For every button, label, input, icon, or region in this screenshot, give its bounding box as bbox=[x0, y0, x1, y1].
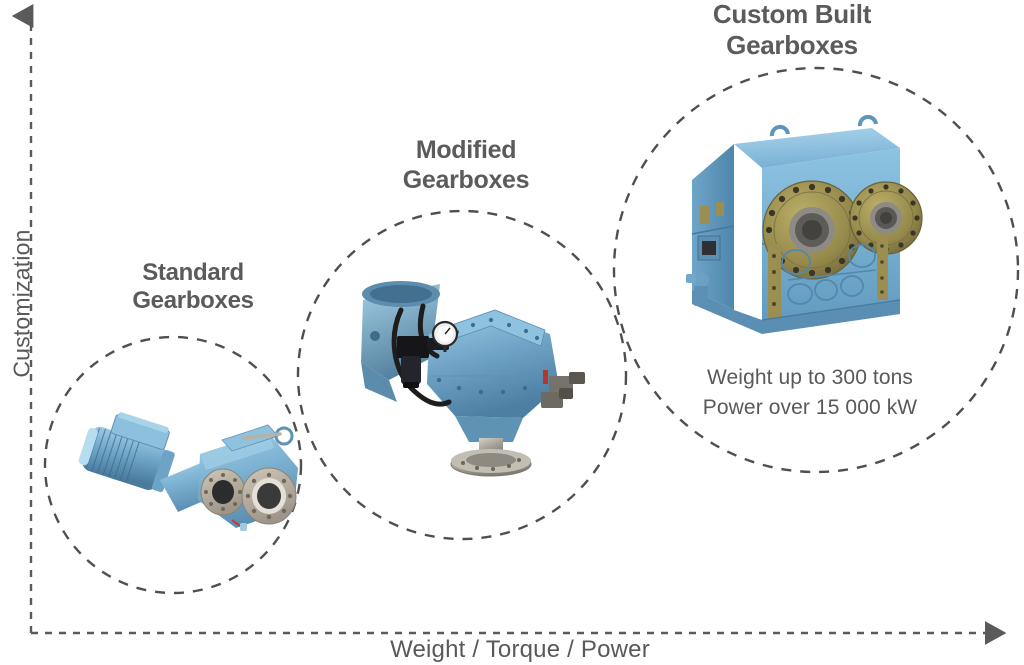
custom-built-gearbox-photo bbox=[686, 114, 923, 334]
label-standard-gearboxes: Standard Gearboxes bbox=[132, 259, 254, 315]
modified-gearbox-photo bbox=[361, 281, 585, 477]
x-axis-label: Weight / Torque / Power bbox=[390, 636, 650, 663]
circle-custom bbox=[612, 66, 1020, 474]
circle-standard bbox=[43, 335, 303, 595]
custom-gearbox-spec-text: Weight up to 300 tons Power over 15 000 … bbox=[702, 366, 918, 419]
y-axis-label: Customization bbox=[8, 229, 35, 378]
circle-modified bbox=[296, 209, 628, 541]
standard-gearbox-photo bbox=[78, 412, 298, 531]
label-modified-gearboxes: Modified Gearboxes bbox=[402, 136, 530, 194]
label-custom-built-gearboxes: Custom Built Gearboxes bbox=[712, 0, 872, 60]
